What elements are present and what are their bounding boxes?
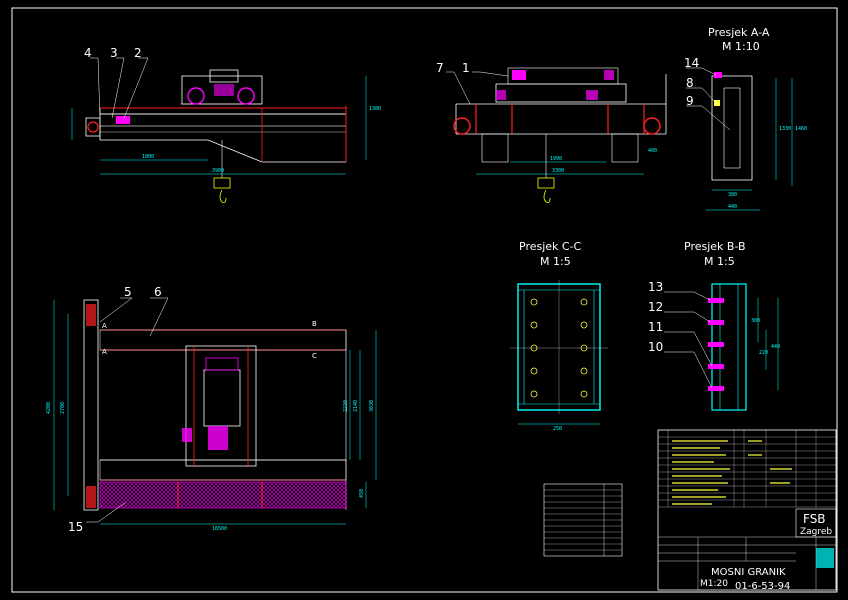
section-b-scale: M 1:5 xyxy=(704,255,735,268)
callout-13: 13 xyxy=(648,280,663,294)
dim-plan-2700: 2700 xyxy=(60,402,66,414)
callout-15: 15 xyxy=(68,520,83,534)
dim-a-1460: 1460 xyxy=(795,126,807,132)
section-mark-c: C xyxy=(312,352,317,360)
drawing-border xyxy=(11,7,838,593)
dim-side-1380: 1380 xyxy=(369,106,381,112)
callout-7: 7 xyxy=(436,61,444,75)
callout-1: 1 xyxy=(462,61,470,75)
dim-plan-2140: 2140 xyxy=(353,400,359,412)
dim-a-440: 440 xyxy=(728,204,737,210)
callout-11: 11 xyxy=(648,320,663,334)
section-b-title: Presjek B-B xyxy=(684,240,746,253)
title-drawing-name: MOSNI GRANIK xyxy=(711,567,786,578)
callout-5: 5 xyxy=(124,285,132,299)
section-mark-a-1: A xyxy=(102,322,107,330)
title-school: FSB xyxy=(803,512,826,526)
dim-plan-4200: 4200 xyxy=(46,402,52,414)
callout-8: 8 xyxy=(686,76,694,90)
section-c-title: Presjek C-C xyxy=(519,240,582,253)
section-mark-a-2: A xyxy=(102,348,107,356)
callout-12: 12 xyxy=(648,300,663,314)
dim-plan-2230: 2230 xyxy=(343,400,349,412)
section-c-scale: M 1:5 xyxy=(540,255,571,268)
dim-b-440: 440 xyxy=(771,344,780,350)
section-a-scale: M 1:10 xyxy=(722,40,760,53)
section-a-title: Presjek A-A xyxy=(708,26,770,39)
dim-side-3900: 3900 xyxy=(212,168,224,174)
title-block: FSB Zagreb MOSNI GRANIK M1:20 01-6-53-94 xyxy=(657,429,837,592)
callout-6: 6 xyxy=(154,285,162,299)
callout-9: 9 xyxy=(686,94,694,108)
callout-3: 3 xyxy=(110,46,118,60)
crane-data-table xyxy=(543,483,623,557)
dim-plan-16500: 16500 xyxy=(212,526,227,532)
callout-2: 2 xyxy=(134,46,142,60)
dim-plan-450: 450 xyxy=(359,489,365,498)
dim-plan-3030: 3030 xyxy=(369,400,375,412)
section-mark-b: B xyxy=(312,320,317,328)
title-city: Zagreb xyxy=(800,527,832,537)
title-drawing-number: 01-6-53-94 xyxy=(735,581,790,592)
section-b-b: Presjek B-B M 1:5 300 220 440 13 12 11 1… xyxy=(648,240,780,411)
dim-b-300: 300 xyxy=(751,318,760,324)
dim-side-1800: 1800 xyxy=(142,154,154,160)
dim-end-1990: 1990 xyxy=(550,156,562,162)
side-view: 1800 3900 1380 4 3 2 xyxy=(71,46,381,203)
callout-14: 14 xyxy=(684,56,699,70)
end-view: 1990 3300 400 7 1 xyxy=(436,61,667,203)
dim-end-400: 400 xyxy=(648,148,657,154)
title-scale: M1:20 xyxy=(700,579,728,589)
callout-4: 4 xyxy=(84,46,92,60)
dim-b-220: 220 xyxy=(759,350,768,356)
dim-a-1330: 1330 xyxy=(779,126,791,132)
dim-c-250: 250 xyxy=(553,426,562,432)
section-a-a: Presjek A-A M 1:10 380 440 1330 1460 14 … xyxy=(684,26,807,211)
section-c-c: Presjek C-C M 1:5 250 xyxy=(510,240,608,432)
callout-10: 10 xyxy=(648,340,663,354)
dim-a-380: 380 xyxy=(728,192,737,198)
plan-view: 4200 2700 2230 2140 3030 16500 450 A A B… xyxy=(46,285,377,534)
dim-end-3300: 3300 xyxy=(552,168,564,174)
